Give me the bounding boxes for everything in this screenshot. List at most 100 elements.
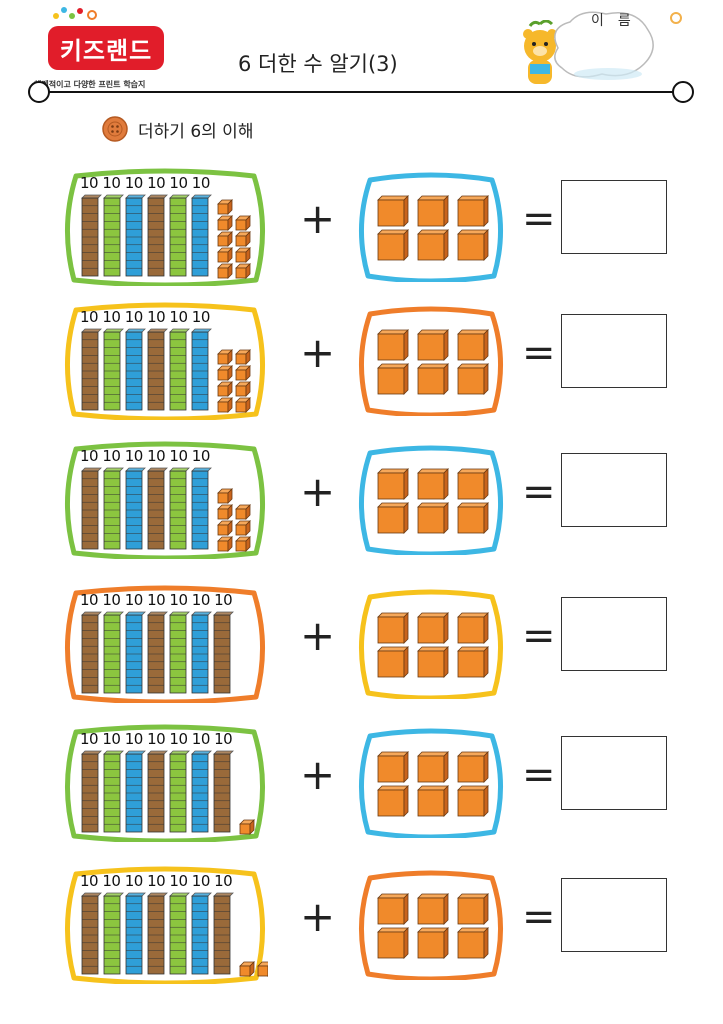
unit-cube	[239, 961, 255, 977]
unit-cube	[217, 381, 233, 397]
addend-cube	[457, 751, 489, 783]
ten-rod	[125, 750, 146, 833]
plus-sign: +	[300, 892, 336, 941]
unit-cube	[235, 247, 251, 263]
ten-rod	[191, 467, 212, 550]
plus-sign: +	[300, 611, 336, 660]
ten-rod	[81, 194, 102, 277]
unit-cube	[235, 381, 251, 397]
brand-logo-text: 키즈랜드	[59, 36, 153, 65]
name-label: 이름	[591, 13, 645, 29]
answer-box[interactable]	[561, 453, 667, 527]
addend-cube	[457, 502, 489, 534]
rule-end-right	[672, 81, 694, 103]
addend-cube	[457, 329, 489, 361]
unit-cube	[239, 819, 255, 835]
ten-rod	[147, 467, 168, 550]
ten-rod	[81, 467, 102, 550]
ten-rod	[103, 467, 124, 550]
unit-cube	[217, 365, 233, 381]
addend-cube	[417, 785, 449, 817]
unit-cube	[217, 504, 233, 520]
addend-cube	[377, 646, 409, 678]
addend-cube	[377, 612, 409, 644]
answer-box[interactable]	[561, 597, 667, 671]
tens-blocks-frame	[64, 585, 266, 703]
addend-cube	[377, 785, 409, 817]
ten-rod	[81, 750, 102, 833]
problem-row: 10 10 10 10 10 10+=	[0, 168, 723, 292]
rule-end-left	[28, 81, 50, 103]
ten-rod	[191, 611, 212, 694]
ten-rod	[169, 194, 190, 277]
addend-cube	[377, 363, 409, 395]
six-cubes-frame	[359, 445, 503, 555]
plus-sign: +	[300, 467, 336, 516]
unit-cube	[217, 215, 233, 231]
equals-sign: =	[522, 469, 556, 515]
ten-rod	[147, 892, 168, 975]
answer-box[interactable]	[561, 878, 667, 952]
ten-rod	[213, 892, 234, 975]
addend-cube	[417, 195, 449, 227]
ten-rod	[125, 892, 146, 975]
tens-blocks-frame	[64, 866, 268, 984]
addend-cube	[457, 612, 489, 644]
tens-label: 10 10 10 10 10 10	[80, 174, 210, 192]
ten-rod	[169, 892, 190, 975]
ten-rod	[191, 750, 212, 833]
problem-row: 10 10 10 10 10 10 10+=	[0, 585, 723, 709]
unit-cube	[257, 961, 268, 977]
name-cloud	[554, 11, 654, 80]
tens-label: 10 10 10 10 10 10 10	[80, 591, 233, 609]
addend-cube	[457, 646, 489, 678]
brand-logo: 키즈랜드	[48, 26, 164, 70]
unit-cube	[217, 199, 233, 215]
page-title: 6 더한 수 알기(3)	[238, 52, 398, 76]
six-cubes-frame	[359, 728, 503, 838]
addend-cube	[457, 195, 489, 227]
answer-box[interactable]	[561, 736, 667, 810]
ten-rod	[103, 750, 124, 833]
ten-rod	[103, 892, 124, 975]
ten-rod	[81, 611, 102, 694]
answer-box[interactable]	[561, 314, 667, 388]
tens-blocks-frame	[64, 724, 266, 842]
ten-rod	[125, 467, 146, 550]
equals-sign: =	[522, 330, 556, 376]
plus-sign: +	[300, 328, 336, 377]
addend-cube	[457, 363, 489, 395]
tens-label: 10 10 10 10 10 10 10	[80, 730, 233, 748]
ten-rod	[103, 194, 124, 277]
header-rule	[38, 91, 682, 93]
ten-rod	[147, 194, 168, 277]
addend-cube	[417, 229, 449, 261]
addend-cube	[457, 229, 489, 261]
ten-rod	[191, 328, 212, 411]
ten-rod	[81, 892, 102, 975]
addend-cube	[377, 329, 409, 361]
answer-box[interactable]	[561, 180, 667, 254]
ten-rod	[103, 611, 124, 694]
unit-cube	[217, 231, 233, 247]
tens-label: 10 10 10 10 10 10	[80, 447, 210, 465]
logo-sparkle-icon	[53, 7, 97, 20]
ten-rod	[147, 328, 168, 411]
section-heading: 더하기 6의 이해	[102, 116, 253, 142]
problem-row: 10 10 10 10 10 10 10+=	[0, 724, 723, 848]
tens-label: 10 10 10 10 10 10 10	[80, 872, 233, 890]
problem-row: 10 10 10 10 10 10+=	[0, 302, 723, 426]
unit-cube	[235, 215, 251, 231]
unit-cube	[235, 504, 251, 520]
addend-cube	[417, 329, 449, 361]
ten-rod	[213, 611, 234, 694]
ten-rod	[81, 328, 102, 411]
plus-sign: +	[300, 194, 336, 243]
ten-rod	[103, 328, 124, 411]
addend-cube	[417, 363, 449, 395]
unit-cube	[217, 247, 233, 263]
six-cubes-frame	[359, 172, 503, 282]
brand-subtitle: 체계적이고 다양한 프린트 학습지	[34, 80, 146, 89]
addend-cube	[417, 646, 449, 678]
ten-rod	[213, 750, 234, 833]
